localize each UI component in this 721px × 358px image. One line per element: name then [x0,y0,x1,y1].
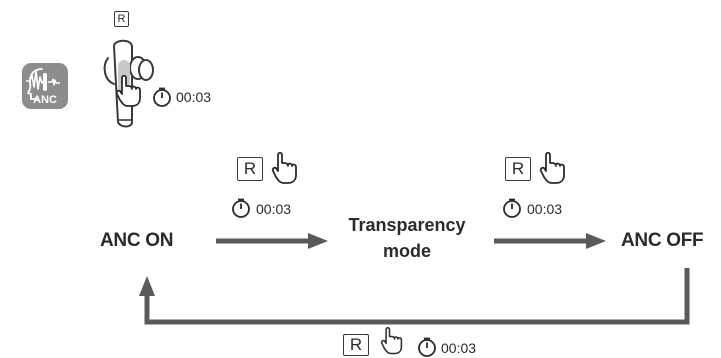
anc-waveform-graphic [26,68,60,100]
arrow-on-to-transparency [216,233,328,249]
transition-1-side-label: R [237,157,263,181]
arrow-transparency-to-off [494,233,606,249]
stopwatch-icon [232,198,250,218]
stopwatch-icon [153,87,171,107]
state-anc-on: ANC ON [100,230,174,251]
tap-hand-icon [539,151,565,184]
transition-2-side-label: R [505,157,531,181]
tap-hand-icon [271,151,297,184]
arrow-off-to-on [139,268,690,325]
transition-3-side-label: R [343,334,369,356]
stopwatch-icon [418,337,436,357]
transition-2-timer: 00:03 [527,201,563,217]
state-transparency-mode: Transparency mode [337,212,477,264]
tap-hand-icon [115,74,141,107]
earbud-icon [103,39,154,128]
transition-1-timer: 00:03 [256,201,292,217]
transition-3-timer: 00:03 [441,340,477,356]
state-transparency-line2: mode [382,241,431,261]
tap-hand-icon [380,327,403,355]
right-side-label: R [114,11,129,27]
state-transparency-line1: Transparency [348,215,466,235]
stopwatch-icon [503,198,521,218]
anc-icon: ANC [22,63,68,109]
earbud-timer: 00:03 [176,89,212,105]
anc-icon-label: ANC [33,94,57,106]
state-anc-off: ANC OFF [621,230,704,251]
